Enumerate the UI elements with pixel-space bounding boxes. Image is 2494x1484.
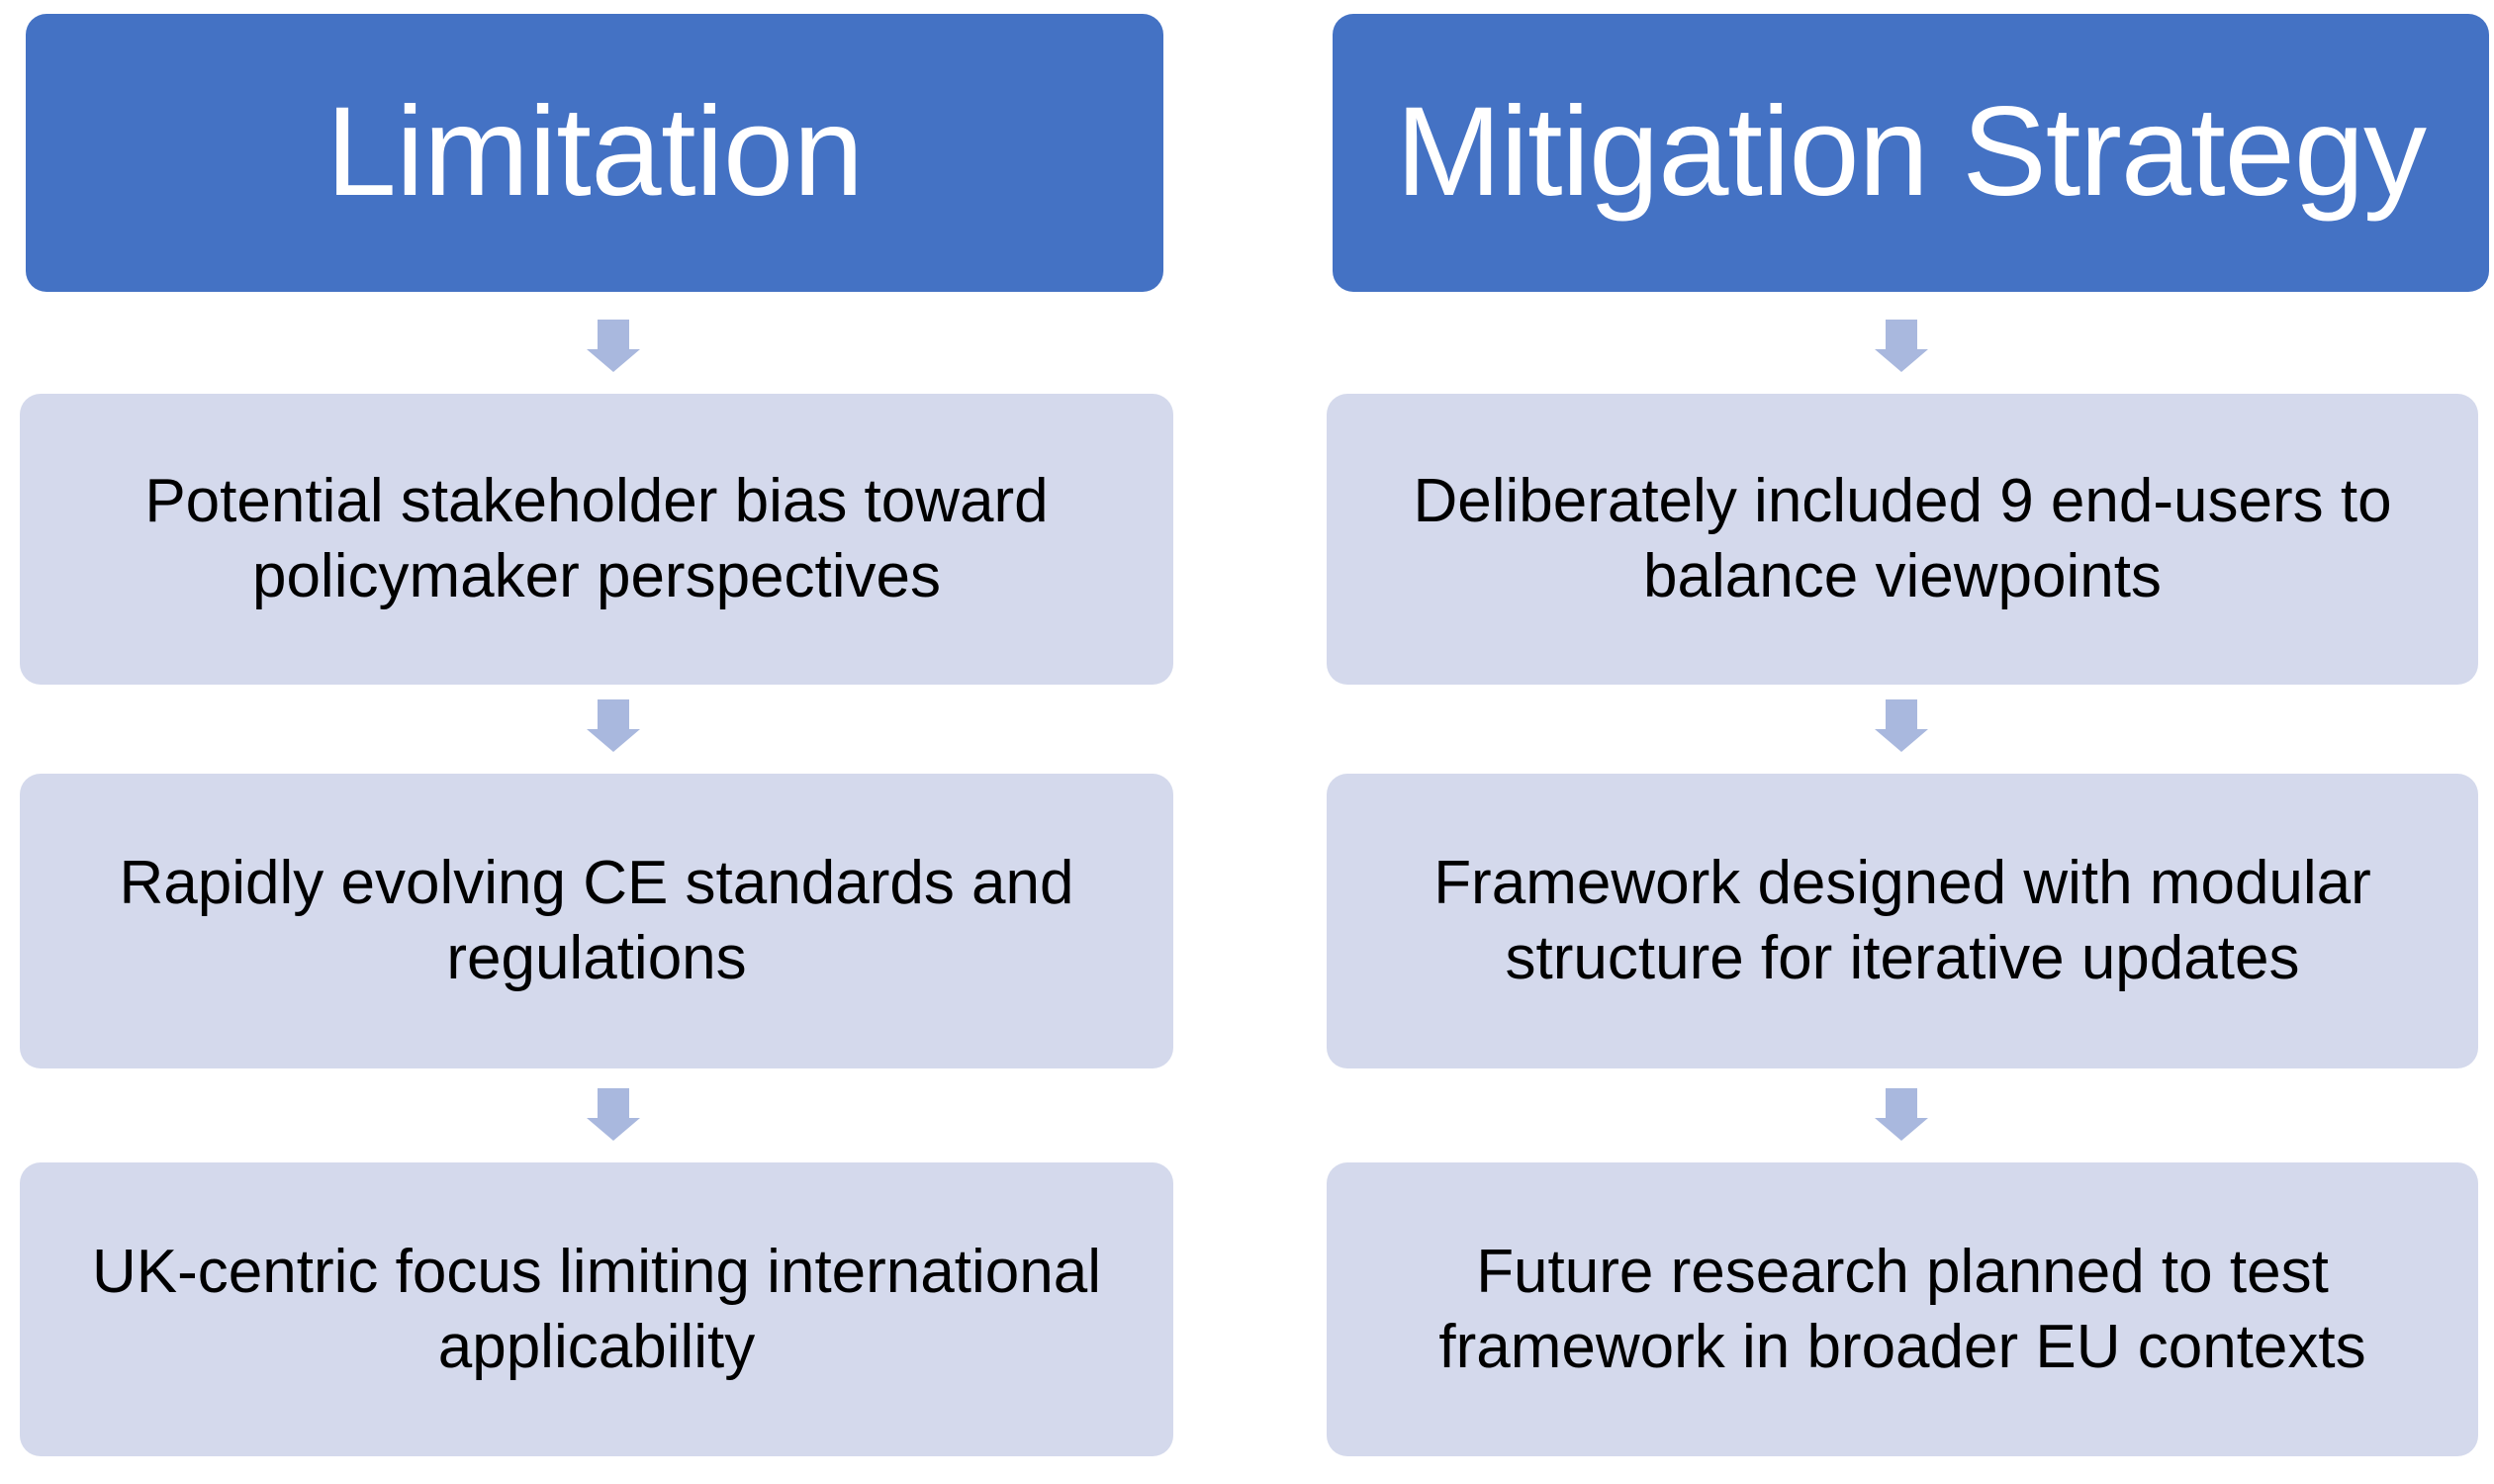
limitation-item-3-label: UK-centric focus limiting international … — [92, 1237, 1101, 1381]
limitation-column: Limitation Potential stakeholder bias to… — [20, 0, 1173, 1484]
mitigation-item-1-label: Deliberately included 9 end-users to bal… — [1413, 467, 2392, 610]
limitation-item-1-label: Potential stakeholder bias toward policy… — [144, 467, 1049, 610]
down-arrow-icon — [587, 320, 640, 372]
limitation-item-3: UK-centric focus limiting international … — [20, 1162, 1173, 1456]
limitation-header-label: Limitation — [325, 81, 864, 224]
limitation-item-2-label: Rapidly evolving CE standards and regula… — [119, 849, 1074, 992]
limitation-header-box: Limitation — [26, 14, 1163, 292]
mitigation-item-2-label: Framework designed with modular structur… — [1433, 849, 2371, 992]
mitigation-strategy-header-box: Mitigation Strategy — [1333, 14, 2489, 292]
mitigation-item-2: Framework designed with modular structur… — [1327, 774, 2478, 1068]
down-arrow-icon — [1875, 1088, 1928, 1141]
mitigation-item-3: Future research planned to test framewor… — [1327, 1162, 2478, 1456]
down-arrow-icon — [1875, 320, 1928, 372]
mitigation-strategy-column: Mitigation Strategy Deliberately include… — [1327, 0, 2489, 1484]
down-arrow-icon — [587, 1088, 640, 1141]
down-arrow-icon — [1875, 699, 1928, 752]
mitigation-strategy-header-label: Mitigation Strategy — [1395, 81, 2427, 224]
limitation-item-2: Rapidly evolving CE standards and regula… — [20, 774, 1173, 1068]
mitigation-item-1: Deliberately included 9 end-users to bal… — [1327, 394, 2478, 685]
mitigation-item-3-label: Future research planned to test framewor… — [1438, 1237, 2366, 1381]
limitation-item-1: Potential stakeholder bias toward policy… — [20, 394, 1173, 685]
down-arrow-icon — [587, 699, 640, 752]
